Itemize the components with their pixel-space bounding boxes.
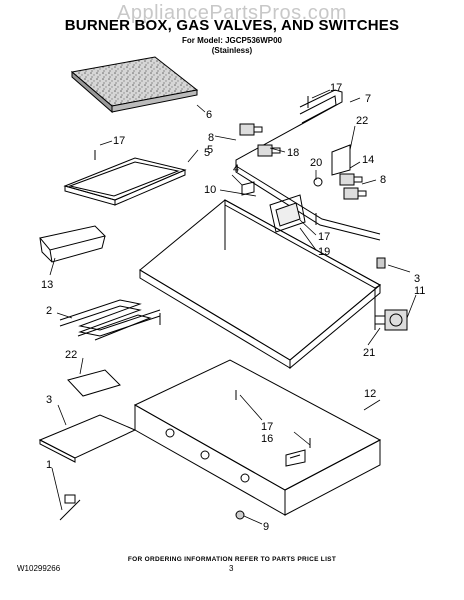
callout-22b: 22 <box>65 349 77 361</box>
callout-20: 20 <box>310 157 322 169</box>
drip-tray-part <box>63 157 187 206</box>
nut-part <box>235 510 245 520</box>
regulator-part <box>374 309 408 331</box>
callout-7: 7 <box>365 93 371 105</box>
callout-13: 13 <box>41 279 53 291</box>
callout-8b: 8 <box>380 174 386 186</box>
lower-bracket-part <box>285 449 306 467</box>
callout-5b: 5 <box>207 144 213 156</box>
callout-3: 3 <box>414 273 420 285</box>
finish-label: (Stainless) <box>211 46 253 55</box>
callout-1: 1 <box>46 459 52 471</box>
griddle-plate-part <box>70 56 199 114</box>
heat-shield-part <box>67 369 121 397</box>
callout-3b: 3 <box>46 394 52 406</box>
callout-5: 5 <box>204 147 210 159</box>
page-title: BURNER BOX, GAS VALVES, AND SWITCHES <box>64 17 400 34</box>
burner-part <box>59 299 161 341</box>
callout-2: 2 <box>46 305 52 317</box>
bottom-pan-part <box>133 359 382 516</box>
document-number: W10299266 <box>17 564 61 573</box>
insulation-plate-part <box>38 414 137 463</box>
callout-14: 14 <box>362 154 374 166</box>
switch-part <box>59 494 81 521</box>
callout-17: 17 <box>113 135 125 147</box>
burner-box-part <box>139 199 382 370</box>
page-number: 3 <box>229 564 234 573</box>
gas-valve-part <box>239 123 367 200</box>
callout-17d: 17 <box>261 421 273 433</box>
screws-part <box>94 96 317 448</box>
callout-6: 6 <box>206 109 212 121</box>
washer-part <box>313 177 323 187</box>
callout-11: 11 <box>414 285 425 297</box>
callout-16: 16 <box>261 433 273 445</box>
callout-22: 22 <box>356 115 368 127</box>
callout-8: 8 <box>208 132 214 144</box>
callout-labels: 6 17 5 8 5 17 7 22 18 20 14 8 4 10 17 19… <box>41 82 425 533</box>
callout-4: 4 <box>233 163 239 175</box>
callout-17b: 17 <box>330 82 342 94</box>
callout-10: 10 <box>204 184 216 196</box>
model-line: For Model: JGCP536WP00 <box>181 36 283 45</box>
callout-21: 21 <box>363 347 375 359</box>
grease-cup-part <box>39 225 106 263</box>
watermark: AppliancePartsPros.com <box>117 2 347 24</box>
valve-bracket-part <box>331 144 351 176</box>
leader-lines <box>49 89 417 525</box>
callout-19: 19 <box>318 246 330 258</box>
switch-bracket-part <box>269 194 306 233</box>
callout-17c: 17 <box>318 231 330 243</box>
callout-12: 12 <box>364 388 376 400</box>
callout-9: 9 <box>263 521 269 533</box>
ordering-note: FOR ORDERING INFORMATION REFER TO PARTS … <box>127 556 337 563</box>
callout-18: 18 <box>287 147 299 159</box>
spacer-part <box>376 257 386 269</box>
clip-part <box>241 181 255 196</box>
